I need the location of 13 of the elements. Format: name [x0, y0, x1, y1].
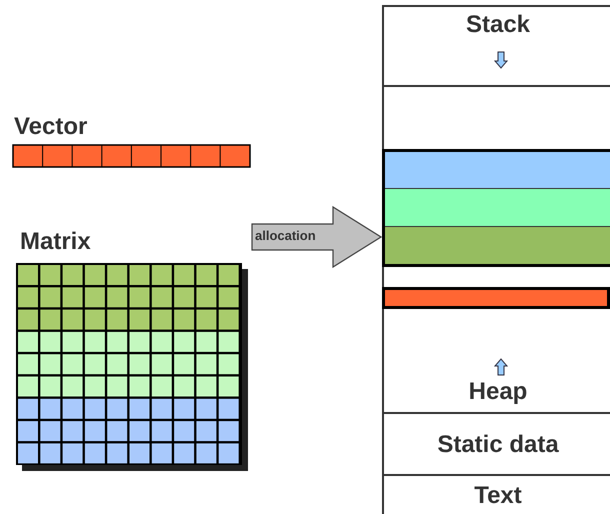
- allocated-vector-bar: [382, 287, 610, 309]
- segment-label: Static data: [436, 431, 560, 459]
- vector-title: Vector: [14, 113, 88, 141]
- memory-band: [385, 189, 610, 227]
- segment-label: Stack: [464, 11, 532, 39]
- allocated-block: [382, 149, 610, 267]
- memory-band: [385, 152, 610, 189]
- edge-label: allocation: [255, 228, 316, 243]
- memory-column: [382, 5, 610, 514]
- segment-label: Text: [473, 482, 523, 510]
- matrix-title: Matrix: [20, 228, 91, 256]
- segment-label: Heap: [468, 378, 528, 406]
- memory-band: [385, 227, 610, 264]
